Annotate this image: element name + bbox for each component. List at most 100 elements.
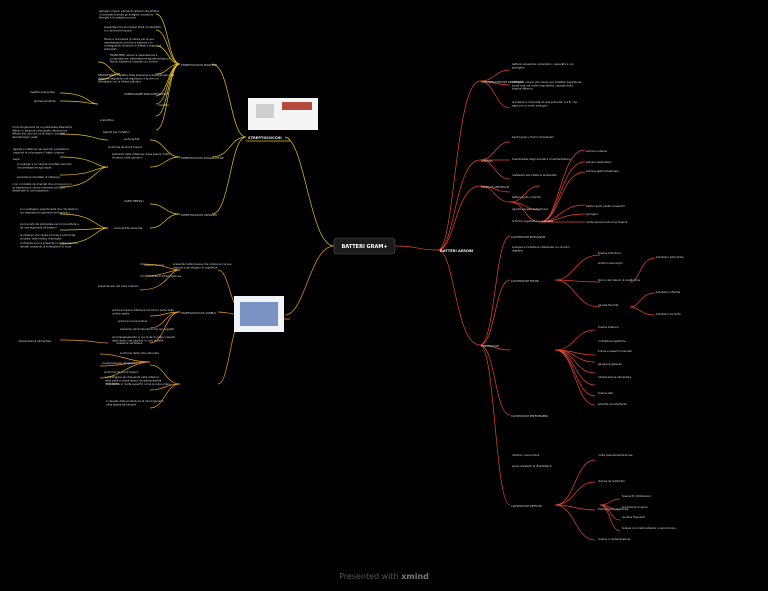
strep_notes-leaf[interactable]: scarlattina [100,118,114,122]
staph_notes-leaf[interactable]: Dizione terrena [144,263,164,267]
bacilli_notes-leaf[interactable]: trasmissione oro-fecale [598,507,629,511]
strep_notes-leaf[interactable]: REUMATISMO: malattia della pressione e d… [98,73,159,84]
strep_notes-leaf[interactable]: presentano tre successivi stadi di menta… [104,25,161,32]
bacilli_notes-leaf[interactable]: tossina B (citotossina) [622,494,651,498]
bacilli_notes-leaf[interactable]: tossina tetanica [598,325,619,329]
staph_notes-leaf[interactable]: sindrome da shock tossico [104,370,139,374]
sub-branch-c-perfringens[interactable]: CLOSTRIDIUM PERFRINGENS [511,414,548,418]
strep_notes-leaf[interactable]: le infezioni che causa includono polmoni… [20,233,76,240]
bacilli_notes-leaf[interactable]: produzione di spore [622,505,648,509]
strep_notes-leaf[interactable]: lo sviluppo e la crescita di batteri sec… [17,162,72,169]
bacilli_notes-leaf[interactable]: gangrena gassosa [598,363,622,366]
central-topic-label: BATTERI GRAM+ [341,244,387,250]
staph_notes-leaf[interactable]: intossicazione alimentare [18,339,52,343]
strep_notes-leaf[interactable]: patogeni umani: elementi cellulari che s… [99,9,160,20]
strep_notes-leaf[interactable]: sindrome da shock tossico [108,145,143,149]
staph_notes-leaf[interactable]: è il patogeno più frequente nelle infezi… [105,375,162,386]
strep_notes-leaf[interactable]: endocardite subacuta [114,226,143,230]
staph_notes-leaf[interactable]: invasione nei tessuti [116,341,143,345]
bacilli_notes-leaf[interactable]: tossina botulinica [598,251,621,255]
strep_notes-leaf[interactable]: il microorganismo ha un potenziale altam… [12,125,72,139]
bacilli_notes-leaf[interactable]: contratture spastiche [598,339,626,343]
bacilli_notes-leaf[interactable]: tossina A (enterotossina) [598,537,630,541]
strep_notes-leaf[interactable]: sepsi [13,157,20,161]
bacilli_notes-leaf[interactable]: blocco del rilascio di acetilcolina [598,278,640,282]
strep_notes-leaf[interactable]: glomerulonefrite [34,99,56,103]
bacilli_notes-leaf[interactable]: spore resistenti ai disinfettanti [512,464,552,468]
bacilli_notes-leaf[interactable]: patogeno umano che causa una malattia re… [512,80,582,91]
staph_notes-leaf[interactable]: presenza di infiammazione [146,274,181,278]
staph_notes-leaf[interactable]: produce la leucocidina [118,319,148,323]
bacilli_notes-leaf[interactable]: terapia con metronidazolo o vancomicina [622,526,676,530]
bacilli_notes-leaf[interactable]: colite pseudomembranosa [598,453,633,457]
bacilli_notes-leaf[interactable]: antrace cutaneo [586,149,608,153]
sub-branch-bacillus[interactable]: BACILLUS ANTHRACIS [481,185,509,189]
strep_notes-leaf[interactable]: i con il modello dei mercati che si muov… [12,182,72,193]
bacilli_notes-leaf[interactable]: batteri gram+ (bacilli) [512,195,541,199]
staph_notes-leaf[interactable]: è causato dalla produzione di microrgani… [106,399,164,406]
strep_notes-leaf[interactable]: CARIE DENTALI [124,199,144,203]
sub-branch-c-difficile[interactable]: CLOSTRIDIUM DIFFICILE [511,504,542,508]
strep_notes-leaf[interactable]: endocardite [124,137,140,141]
sub-branch-clostridium[interactable]: CLOSTRIDIUM [481,344,499,348]
bacilli_notes-leaf[interactable]: intossicazione alimentare [598,375,632,379]
bacilli_notes-leaf[interactable]: paralisi flaccida [598,303,619,307]
strep_notes-leaf[interactable]: elemento della infezione: deve essere mo… [112,152,170,159]
bacilli_notes-leaf[interactable]: agente causale dell'antrace [512,207,548,211]
strep_notes-leaf[interactable]: COMPLICANZE NON SUPPURATIVE [124,92,168,96]
staph_notes-leaf[interactable]: presente nell'ambiente come nei soggetti [120,327,174,331]
strep_notes-leaf[interactable]: mastite puerperale [30,90,55,94]
central-topic[interactable]: BATTERI GRAM+ [333,237,396,255]
bacilli_notes-leaf[interactable]: sintomi neurologici [598,261,623,265]
bacilli_notes-leaf[interactable]: molte specie producono tossine [586,220,628,224]
sub-branch-viridanti[interactable]: STREPTOCOCCHI VIRIDANTI [181,213,217,217]
branch-streptococchi[interactable]: STREPTOCOCCHI [248,136,282,140]
bacilli_notes-leaf[interactable]: botulismo alimentare [656,255,684,259]
strep_notes-leaf[interactable]: è provvisto del potenziale per la mandib… [20,222,79,229]
sub-branch-staph-aureus[interactable]: STAPHILOCOCCUS AUREUS [181,311,216,315]
bacilli_notes-leaf[interactable]: resistente alle infezioni ambientali [512,173,557,177]
bacilli_notes-leaf[interactable]: la tossina è composta da due subunità, A… [512,100,577,107]
strep_notes-leaf[interactable]: patogenicità [158,73,175,77]
sub-branch-c-botulinum[interactable]: CLOSTRIDIUM BOTULINUM [511,235,545,239]
bacilli_notes-leaf[interactable]: antrace gastrointestinale [586,169,619,173]
bacilli_notes-leaf[interactable]: enterite necrotizzante [598,402,627,406]
bacilli_notes-leaf[interactable]: trasmissibile dagli animali e di aliment… [512,157,571,161]
bacilli_notes-leaf[interactable]: batterio anaerobio, ubiquitario, capsula… [512,62,574,69]
bacilli_notes-leaf[interactable]: recidive frequenti [622,515,645,519]
staph_notes-leaf[interactable]: è presente in molte superfici come la cu… [106,382,171,386]
sub-branch-listeria[interactable]: LISTERIA [481,159,493,163]
branch-batteri-aerobi[interactable]: BATTERI AEROBI [440,249,473,253]
staph_notes-leaf[interactable]: accompagnamento in cui muta di origini c… [112,335,175,342]
bacilli_notes-leaf[interactable]: diarrea da antibiotici [598,479,625,483]
sub-branch-corynebacterium[interactable]: CORYNEBACTERIUM DIPHTERIAE [481,80,524,84]
strep_notes-leaf[interactable]: è un patogeno opportunista che colonizza… [20,207,78,214]
bacilli_notes-leaf[interactable]: tossina alfa [598,391,613,395]
staph_notes-leaf[interactable]: avvelenamento alimentare [102,361,137,365]
strep_notes-leaf[interactable]: lo streptococco è presente in molta supe… [20,241,78,248]
bacilli_notes-leaf[interactable]: botulismo da ferita [656,312,681,316]
strep_notes-leaf[interactable]: produzione di batteri di infezione [17,175,60,179]
bacilli_notes-leaf[interactable]: sporigeni [586,212,598,216]
bacilli_notes-leaf[interactable]: sviluppa un'infezione intestinale con si… [512,245,570,252]
staph_notes-leaf[interactable]: presenta iper del mais cutaneo [98,284,139,288]
bacilli_notes-leaf[interactable]: botulismo infantile [656,290,681,294]
sub-branch-piogenici[interactable]: STREPTOCOCCHI PIOGENICI [181,63,217,67]
staph_notes-leaf[interactable]: produce tossine difensive che fanno part… [112,308,174,315]
bacilli_notes-leaf[interactable]: trisma e spasmi muscolari [598,349,632,353]
bacilli_notes-leaf[interactable]: bacilli gram+ fiumi intracellulari [512,135,554,139]
staph_notes-leaf[interactable]: presenta molte tossine che colpiscono la… [173,262,232,269]
strep_notes-leaf[interactable]: malattie [158,103,169,107]
sub-branch-oogalattiae[interactable]: STREPTOCOCCHI OOAGALATTIAE [181,156,224,160]
bacilli_notes-leaf[interactable]: infezioni nosocomiali [512,453,539,457]
bacilli_notes-leaf[interactable]: batteri gram positivi anaerobi [586,204,625,208]
bacilli_notes-leaf[interactable]: antrace respiratorio [586,160,612,164]
sub-branch-c-tetani[interactable]: CLOSTRIDIUM TETANI [511,279,539,283]
bacilli_notes-leaf[interactable]: la forma vegetativa è capsulata [512,219,554,223]
staph_notes-leaf[interactable]: sindrome della cute ustionata [120,351,159,355]
strep_notes-leaf[interactable]: patenti per l'infettivi [103,130,130,134]
strep_notes-leaf[interactable]: agente a infezione nei neonati, possiede… [13,147,69,154]
